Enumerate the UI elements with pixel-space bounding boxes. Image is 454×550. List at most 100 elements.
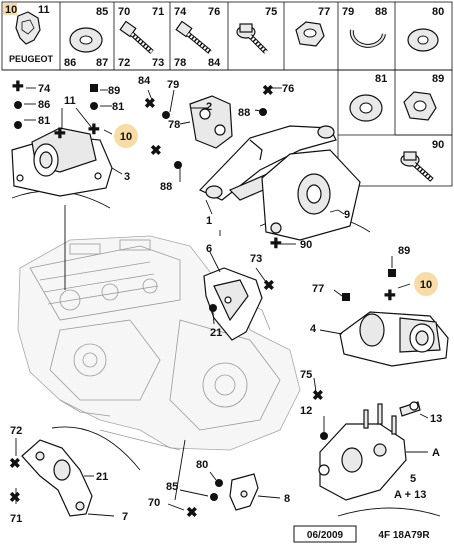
circlip-icon: [349, 29, 386, 48]
part-4-mount: [339, 311, 449, 367]
callout-77: 77: [312, 283, 324, 295]
svg-text:71: 71: [152, 6, 164, 18]
cell-nut-77: 77: [295, 6, 330, 47]
svg-text:79: 79: [342, 6, 354, 18]
callout-88: 88: [160, 181, 172, 193]
cell-circlip-79: 79 88: [342, 6, 387, 48]
callout-88b: 88: [238, 107, 250, 119]
part-a-bracket: [318, 403, 407, 501]
callout-a: A: [432, 447, 440, 459]
svg-text:✚: ✚: [88, 121, 100, 137]
callout-12: 12: [300, 405, 312, 417]
callout-76: 76: [282, 83, 294, 95]
callout-70: 70: [148, 497, 160, 509]
svg-text:10: 10: [420, 279, 432, 291]
bolt-icon: [175, 20, 212, 54]
callout-86: 86: [38, 99, 50, 111]
cell-flange-bolt-75: 75: [236, 6, 277, 54]
symbol-markers: ✚ ✚ ✚ ✖ ✖ ✖ ✚ ✖ ✚ ✖ ✖ ✖ ✖: [9, 78, 396, 520]
svg-text:81: 81: [375, 73, 387, 85]
svg-text:75: 75: [265, 6, 277, 18]
callout-21: 21: [210, 327, 222, 339]
svg-text:70: 70: [118, 6, 130, 18]
svg-text:85: 85: [96, 6, 108, 18]
svg-text:87: 87: [96, 57, 108, 69]
svg-text:90: 90: [432, 139, 444, 151]
svg-text:✖: ✖: [262, 82, 274, 98]
svg-text:✖: ✖: [186, 504, 198, 520]
svg-text:✖: ✖: [312, 387, 324, 403]
callout-90: 90: [300, 239, 312, 251]
callout-9: 9: [344, 209, 350, 221]
part-3-mount: [11, 127, 113, 197]
engine-gearbox-illustration: [17, 235, 301, 451]
callout-72: 72: [10, 425, 22, 437]
callout-71: 71: [10, 513, 22, 525]
svg-text:89: 89: [432, 73, 444, 85]
callout-2: 2: [206, 101, 212, 113]
callout-10-highlighted: 10: [114, 124, 138, 148]
svg-text:76: 76: [208, 6, 220, 18]
svg-text:✖: ✖: [9, 455, 21, 471]
callout-81: 81: [38, 115, 50, 127]
callout-8: 8: [284, 493, 290, 505]
cell-bolt-74: 74 76 78 84: [174, 6, 221, 69]
svg-text:✖: ✖: [263, 277, 275, 293]
cell-nut-89: 89: [403, 73, 444, 121]
part-2-bracket: [189, 95, 233, 149]
footer: 06/2009 4F 18A79R: [293, 525, 430, 543]
flange-bolt-icon: [236, 23, 268, 54]
callout-11: 11: [64, 95, 76, 107]
part-7-bracket: [21, 439, 93, 517]
cell-washer-81: 81: [349, 73, 387, 122]
callout-labels: 74 86 81 11 89 81 10 3 84 79 2 78 88 76 …: [10, 75, 442, 525]
svg-text:11: 11: [38, 4, 50, 16]
svg-text:10: 10: [5, 4, 17, 16]
part-8-bracket: [229, 473, 259, 511]
part-9-mount: [249, 139, 361, 241]
callout-10b-highlighted: 10: [414, 272, 438, 296]
svg-text:72: 72: [118, 57, 130, 69]
svg-text:✚: ✚: [54, 125, 66, 141]
svg-text:88: 88: [375, 6, 387, 18]
svg-text:✚: ✚: [12, 78, 24, 94]
callout-5: 5: [410, 473, 416, 485]
svg-text:✚: ✚: [270, 235, 282, 251]
nut-icon: [403, 91, 437, 121]
leader-lines: [15, 87, 429, 517]
callout-7: 7: [122, 511, 128, 523]
footer-date: 06/2009: [307, 530, 344, 541]
cell-washer-85: 85 86 87: [64, 6, 108, 69]
callout-89: 89: [108, 85, 120, 97]
callout-78: 78: [168, 119, 180, 131]
bolt-icon: [119, 20, 154, 54]
callout-3: 3: [124, 171, 130, 183]
callout-13: 13: [430, 413, 442, 425]
footer-code: 4F 18A79R: [378, 530, 430, 541]
svg-text:73: 73: [152, 57, 164, 69]
cell-washer-80: 80: [407, 6, 444, 52]
callout-85: 85: [166, 481, 178, 493]
svg-text:✖: ✖: [150, 142, 162, 158]
svg-text:✖: ✖: [9, 489, 21, 505]
washer-icon: [69, 27, 103, 53]
svg-text:80: 80: [432, 6, 444, 18]
flange-bolt-icon: [400, 151, 434, 182]
callout-89b: 89: [398, 245, 410, 257]
callout-4: 4: [310, 323, 317, 335]
svg-text:86: 86: [64, 57, 76, 69]
cell-flange-bolt-90: 90: [400, 139, 444, 182]
svg-text:77: 77: [318, 6, 330, 18]
callout-73: 73: [250, 253, 262, 265]
cell-0-numbers: 10 11: [3, 3, 50, 16]
callout-84: 84: [138, 75, 151, 87]
parts-table: PEUGEOT 10 11 85 86 87 70 71 72 73: [1, 1, 453, 187]
callout-75: 75: [300, 369, 312, 381]
svg-text:84: 84: [208, 57, 221, 69]
callout-79: 79: [167, 79, 179, 91]
svg-text:74: 74: [174, 6, 187, 18]
nut-icon: [295, 21, 325, 47]
callout-74: 74: [38, 83, 51, 95]
part-13-stud: [399, 401, 421, 417]
